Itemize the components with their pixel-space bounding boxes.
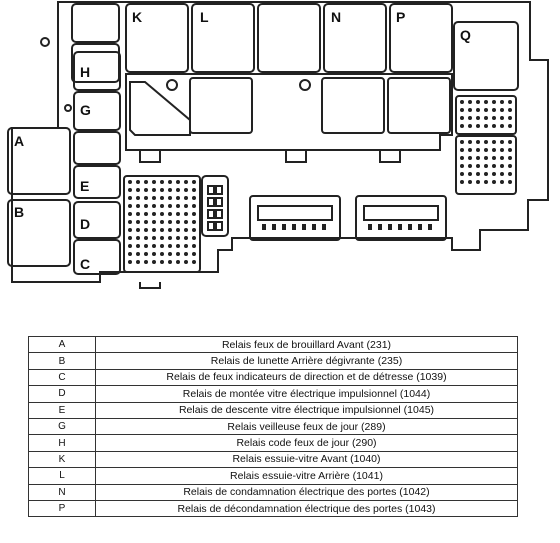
housing-outline: [11, 1, 549, 283]
legend-code: E: [28, 401, 96, 419]
box-label-e: E: [80, 178, 89, 194]
box-label-p: P: [396, 9, 405, 25]
box-label-l: L: [200, 9, 209, 25]
legend-code: D: [28, 385, 96, 403]
legend-description: Relais feux de brouillard Avant (231): [95, 335, 518, 354]
legend-code: L: [28, 467, 96, 485]
box-label-n: N: [331, 9, 341, 25]
legend-description: Relais de lunette Arrière dégivrante (23…: [95, 352, 518, 370]
legend-code: C: [28, 368, 96, 387]
legend-code: A: [28, 335, 96, 354]
legend-description: Relais essuie-vitre Arrière (1041): [95, 467, 518, 485]
legend-code: H: [28, 434, 96, 452]
legend-code: P: [28, 499, 96, 518]
box-label-a: A: [14, 133, 24, 149]
legend-description: Relais veilleuse feux de jour (289): [95, 417, 518, 436]
fuse-box-diagram: K L N P Q H G A E B D C: [7, 1, 549, 289]
legend-code: K: [28, 450, 96, 469]
legend-code: B: [28, 352, 96, 370]
box-label-c: C: [80, 256, 90, 272]
legend-description: Relais de montée vitre électrique impuls…: [95, 385, 518, 403]
box-label-g: G: [80, 102, 91, 118]
legend-description: Relais code feux de jour (290): [95, 434, 518, 452]
box-label-q: Q: [460, 27, 471, 43]
legend-description: Relais de feux indicateurs de direction …: [95, 368, 518, 387]
legend-description: Relais de descente vitre électrique impu…: [95, 401, 518, 419]
box-label-d: D: [80, 216, 90, 232]
legend-code: N: [28, 483, 96, 501]
box-label-b: B: [14, 204, 24, 220]
legend-description: Relais de décondamnation électrique des …: [95, 499, 518, 518]
legend-description: Relais de condamnation électrique des po…: [95, 483, 518, 501]
box-label-k: K: [132, 9, 142, 25]
legend-code: G: [28, 417, 96, 436]
legend-description: Relais essuie-vitre Avant (1040): [95, 450, 518, 469]
box-label-h: H: [80, 64, 90, 80]
